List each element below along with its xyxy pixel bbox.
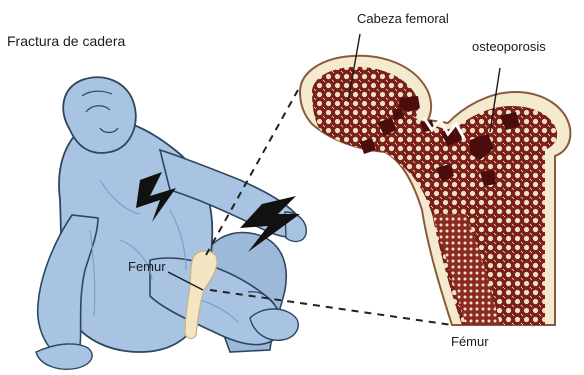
person-hand-left bbox=[36, 344, 92, 369]
osteoporosis-label: osteoporosis bbox=[472, 39, 546, 54]
femoral-head-label: Cabeza femoral bbox=[357, 11, 449, 26]
femur-cross-section bbox=[300, 56, 570, 325]
femur-body-label: Femur bbox=[128, 259, 166, 274]
person-figure bbox=[36, 77, 306, 369]
title-label: Fractura de cadera bbox=[7, 33, 125, 49]
femur-bottom-label: Fémur bbox=[451, 334, 489, 349]
